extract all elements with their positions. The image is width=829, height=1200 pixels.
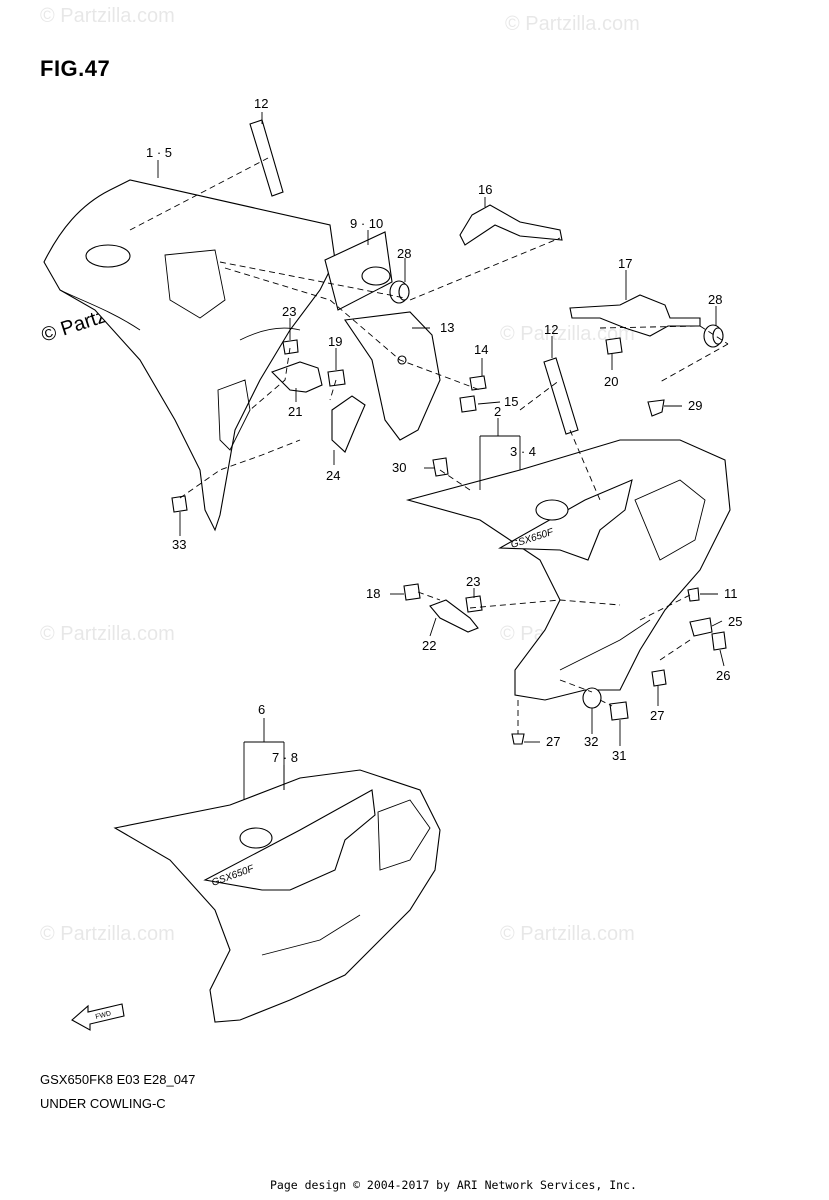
- assembly-dashed-lines: [129, 157, 729, 734]
- callout-23-a[interactable]: 23: [282, 304, 296, 319]
- callout-9-10[interactable]: 9 · 10: [350, 216, 383, 231]
- part-screw-20[interactable]: [605, 337, 623, 355]
- part-screw-14[interactable]: [469, 375, 487, 391]
- part-bracket-16[interactable]: [459, 204, 563, 246]
- callout-18[interactable]: 18: [366, 586, 380, 601]
- callout-17[interactable]: 17: [618, 256, 632, 271]
- callout-27-b[interactable]: 27: [546, 734, 560, 749]
- watermark: © Partzilla.com: [500, 923, 635, 945]
- callout-30[interactable]: 30: [392, 460, 406, 475]
- part-clip-15[interactable]: [459, 395, 477, 413]
- part-grommet-28-a[interactable]: [389, 280, 410, 304]
- callout-6[interactable]: 6: [258, 702, 265, 717]
- callout-15[interactable]: 15: [504, 394, 518, 409]
- page-credit: Page design © 2004-2017 by ARI Network S…: [270, 1178, 637, 1192]
- watermark: © Partzilla.com: [505, 13, 640, 35]
- callout-28-a[interactable]: 28: [397, 246, 411, 261]
- part-screw-31[interactable]: [609, 701, 629, 721]
- part-grommet-28-b[interactable]: [703, 324, 724, 348]
- callout-7-8[interactable]: 7 · 8: [272, 750, 298, 765]
- watermark: © Partzilla.com: [40, 5, 175, 27]
- part-bolt-19[interactable]: [327, 369, 346, 387]
- watermark: © Partzilla.com: [40, 923, 175, 945]
- callout-23-b[interactable]: 23: [466, 574, 480, 589]
- part-rod-12-upper[interactable]: [249, 119, 284, 197]
- callout-13[interactable]: 13: [440, 320, 454, 335]
- callout-2[interactable]: 2: [494, 404, 501, 419]
- part-screw-26[interactable]: [711, 631, 727, 651]
- callout-16[interactable]: 16: [478, 182, 492, 197]
- part-screw-33[interactable]: [171, 495, 188, 513]
- callout-3-4[interactable]: 3 · 4: [510, 444, 536, 459]
- part-rivet-27-a[interactable]: [651, 669, 667, 687]
- part-clip-18[interactable]: [403, 583, 421, 601]
- callout-14[interactable]: 14: [474, 342, 488, 357]
- callout-1-5[interactable]: 1 · 5: [146, 145, 172, 160]
- callout-33[interactable]: 33: [172, 537, 186, 552]
- callout-12-lower[interactable]: 12: [544, 322, 558, 337]
- part-plate-9-10[interactable]: [324, 231, 393, 311]
- callout-12-upper[interactable]: 12: [254, 96, 268, 111]
- part-rivet-27-b[interactable]: [511, 733, 525, 745]
- part-screw-30[interactable]: [432, 457, 449, 477]
- part-screw-23-b[interactable]: [465, 595, 483, 613]
- part-screw-29[interactable]: [647, 399, 665, 417]
- fwd-arrow-icon: FWD: [71, 1003, 125, 1031]
- callout-19[interactable]: 19: [328, 334, 342, 349]
- callout-32[interactable]: 32: [584, 734, 598, 749]
- callout-26[interactable]: 26: [716, 668, 730, 683]
- callout-11[interactable]: 11: [724, 586, 738, 601]
- callout-31[interactable]: 31: [612, 748, 626, 763]
- callout-27-a[interactable]: 27: [650, 708, 664, 723]
- watermark: © Partzilla.com: [40, 623, 175, 645]
- part-bracket-24[interactable]: [331, 395, 366, 453]
- part-rod-12-lower[interactable]: [543, 357, 579, 435]
- callout-25[interactable]: 25: [728, 614, 742, 629]
- part-bracket-21[interactable]: [270, 361, 323, 393]
- part-clip-11[interactable]: [687, 587, 700, 602]
- figure-subtitle: UNDER COWLING-C: [40, 1096, 166, 1111]
- part-inner-cowling-1-5[interactable]: [43, 179, 336, 532]
- part-panel-13[interactable]: [344, 311, 441, 441]
- part-under-cowling-6[interactable]: GSX650F: [113, 769, 441, 1023]
- part-grommet-32[interactable]: [582, 687, 602, 709]
- figure-title: FIG.47: [40, 56, 111, 81]
- fwd-label: FWD: [95, 1010, 112, 1021]
- part-bolt-22[interactable]: [429, 599, 479, 633]
- callout-labels: 1 · 5 12 16 9 · 10 28 17 28 23 19 13 14 …: [146, 96, 742, 765]
- part-under-cowling-2[interactable]: GSX650F: [405, 439, 731, 701]
- callout-22[interactable]: 22: [422, 638, 436, 653]
- part-screw-23-a[interactable]: [282, 339, 299, 355]
- part-clip-25[interactable]: [689, 617, 713, 637]
- callout-24[interactable]: 24: [326, 468, 340, 483]
- leader-lines: [157, 112, 725, 800]
- callout-28-b[interactable]: 28: [708, 292, 722, 307]
- model-code: GSX650FK8 E03 E28_047: [40, 1072, 196, 1087]
- callout-21[interactable]: 21: [288, 404, 302, 419]
- callout-20[interactable]: 20: [604, 374, 618, 389]
- callout-29[interactable]: 29: [688, 398, 702, 413]
- watermark: © Partzilla.com: [500, 323, 635, 345]
